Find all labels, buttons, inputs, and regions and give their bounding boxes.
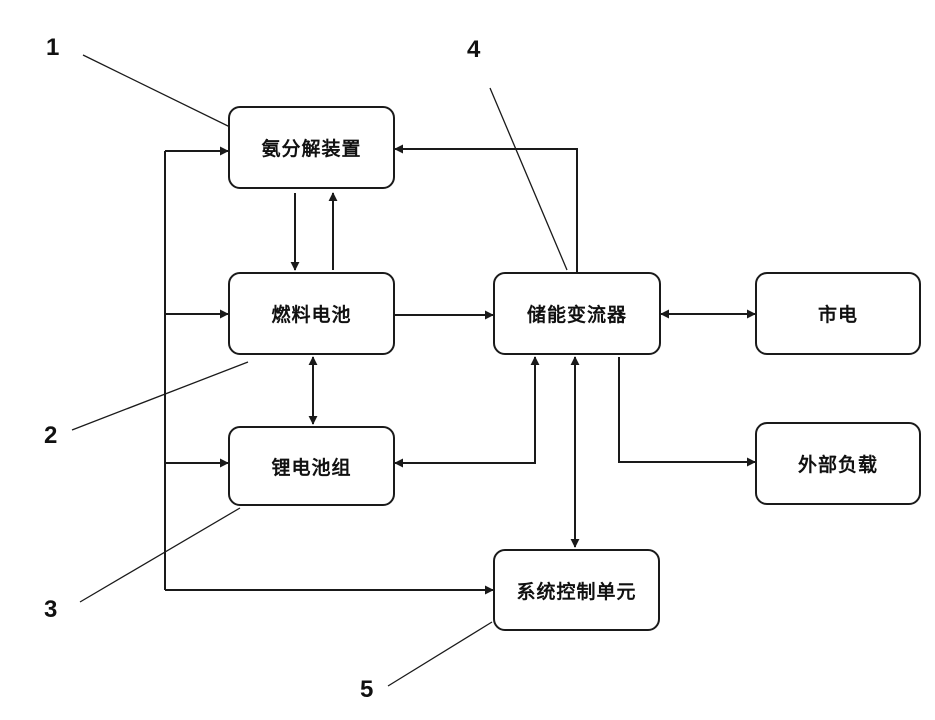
ref-label-2: 2: [44, 422, 57, 450]
ref-label-4: 4: [467, 36, 480, 64]
fuel-cell-box: 燃料电池: [228, 272, 395, 355]
lithium-battery-pack-box: 锂电池组: [228, 426, 395, 506]
ref-label-5: 5: [360, 676, 373, 704]
ammonia-decomposer-box: 氨分解装置: [228, 106, 395, 189]
leader-line-5: [388, 622, 492, 686]
arrow-pcs-to-decomposer: [395, 149, 577, 272]
leader-line-1: [83, 55, 232, 128]
leader-line-3: [80, 508, 240, 602]
ref-label-1: 1: [46, 34, 59, 62]
control-unit-box: 系统控制单元: [493, 549, 660, 631]
external-load-box: 外部负载: [755, 422, 921, 505]
leader-line-2: [72, 362, 248, 430]
arrow-pcs-battery: [395, 357, 535, 463]
arrow-pcs-to-load: [619, 357, 755, 462]
grid-box: 市电: [755, 272, 921, 355]
pcs-box: 储能变流器: [493, 272, 661, 355]
leader-line-4: [490, 88, 567, 270]
ref-label-3: 3: [44, 596, 57, 624]
